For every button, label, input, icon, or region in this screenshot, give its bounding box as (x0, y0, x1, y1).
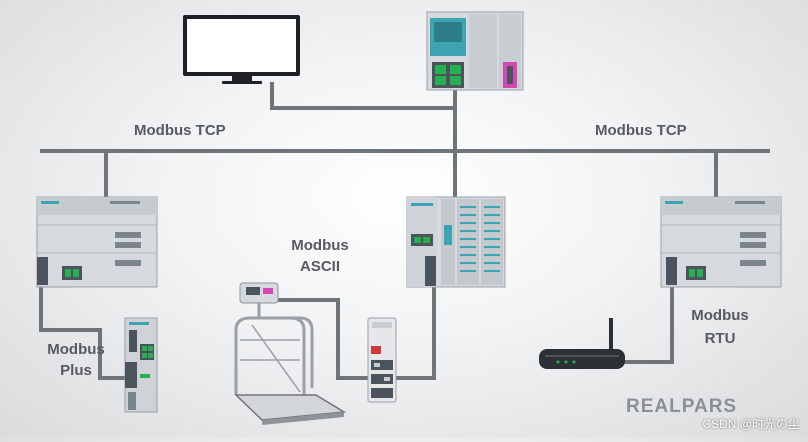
center-to-gateway-cable (392, 286, 436, 380)
plus-io-module-icon (124, 317, 158, 413)
scale-to-gateway-cable (269, 298, 368, 380)
modbus-tcp-left-label: Modbus TCP (134, 122, 226, 139)
plus-cable (39, 285, 125, 380)
center-plc-icon (406, 196, 506, 288)
ascii-gateway-icon (367, 317, 397, 403)
hmi-monitor-icon (183, 15, 300, 84)
weighing-scale-icon (234, 282, 347, 425)
modbus-tcp-right-label: Modbus TCP (595, 122, 687, 139)
modbus-ascii-label-line1: Modbus (291, 237, 349, 254)
modbus-rtu-label-line2: RTU (704, 330, 736, 347)
right-plc-icon (660, 196, 782, 288)
cables (39, 82, 770, 380)
modbus-ascii-label-line2: ASCII (299, 258, 340, 275)
realpars-logo: REALPARS (626, 396, 738, 417)
hmi-to-plc-cable (270, 82, 457, 110)
left-plc-icon (36, 196, 158, 288)
csdn-watermark: CSDN @时光の尘 (702, 417, 800, 431)
modbus-plus-label-line2: Plus (60, 362, 92, 379)
modbus-rtu-label-line1: Modbus (691, 307, 749, 324)
router-cable (605, 285, 674, 364)
top-plc-icon (426, 11, 524, 91)
modbus-plus-label-line1: Modbus (47, 341, 105, 358)
router-icon (539, 318, 625, 369)
